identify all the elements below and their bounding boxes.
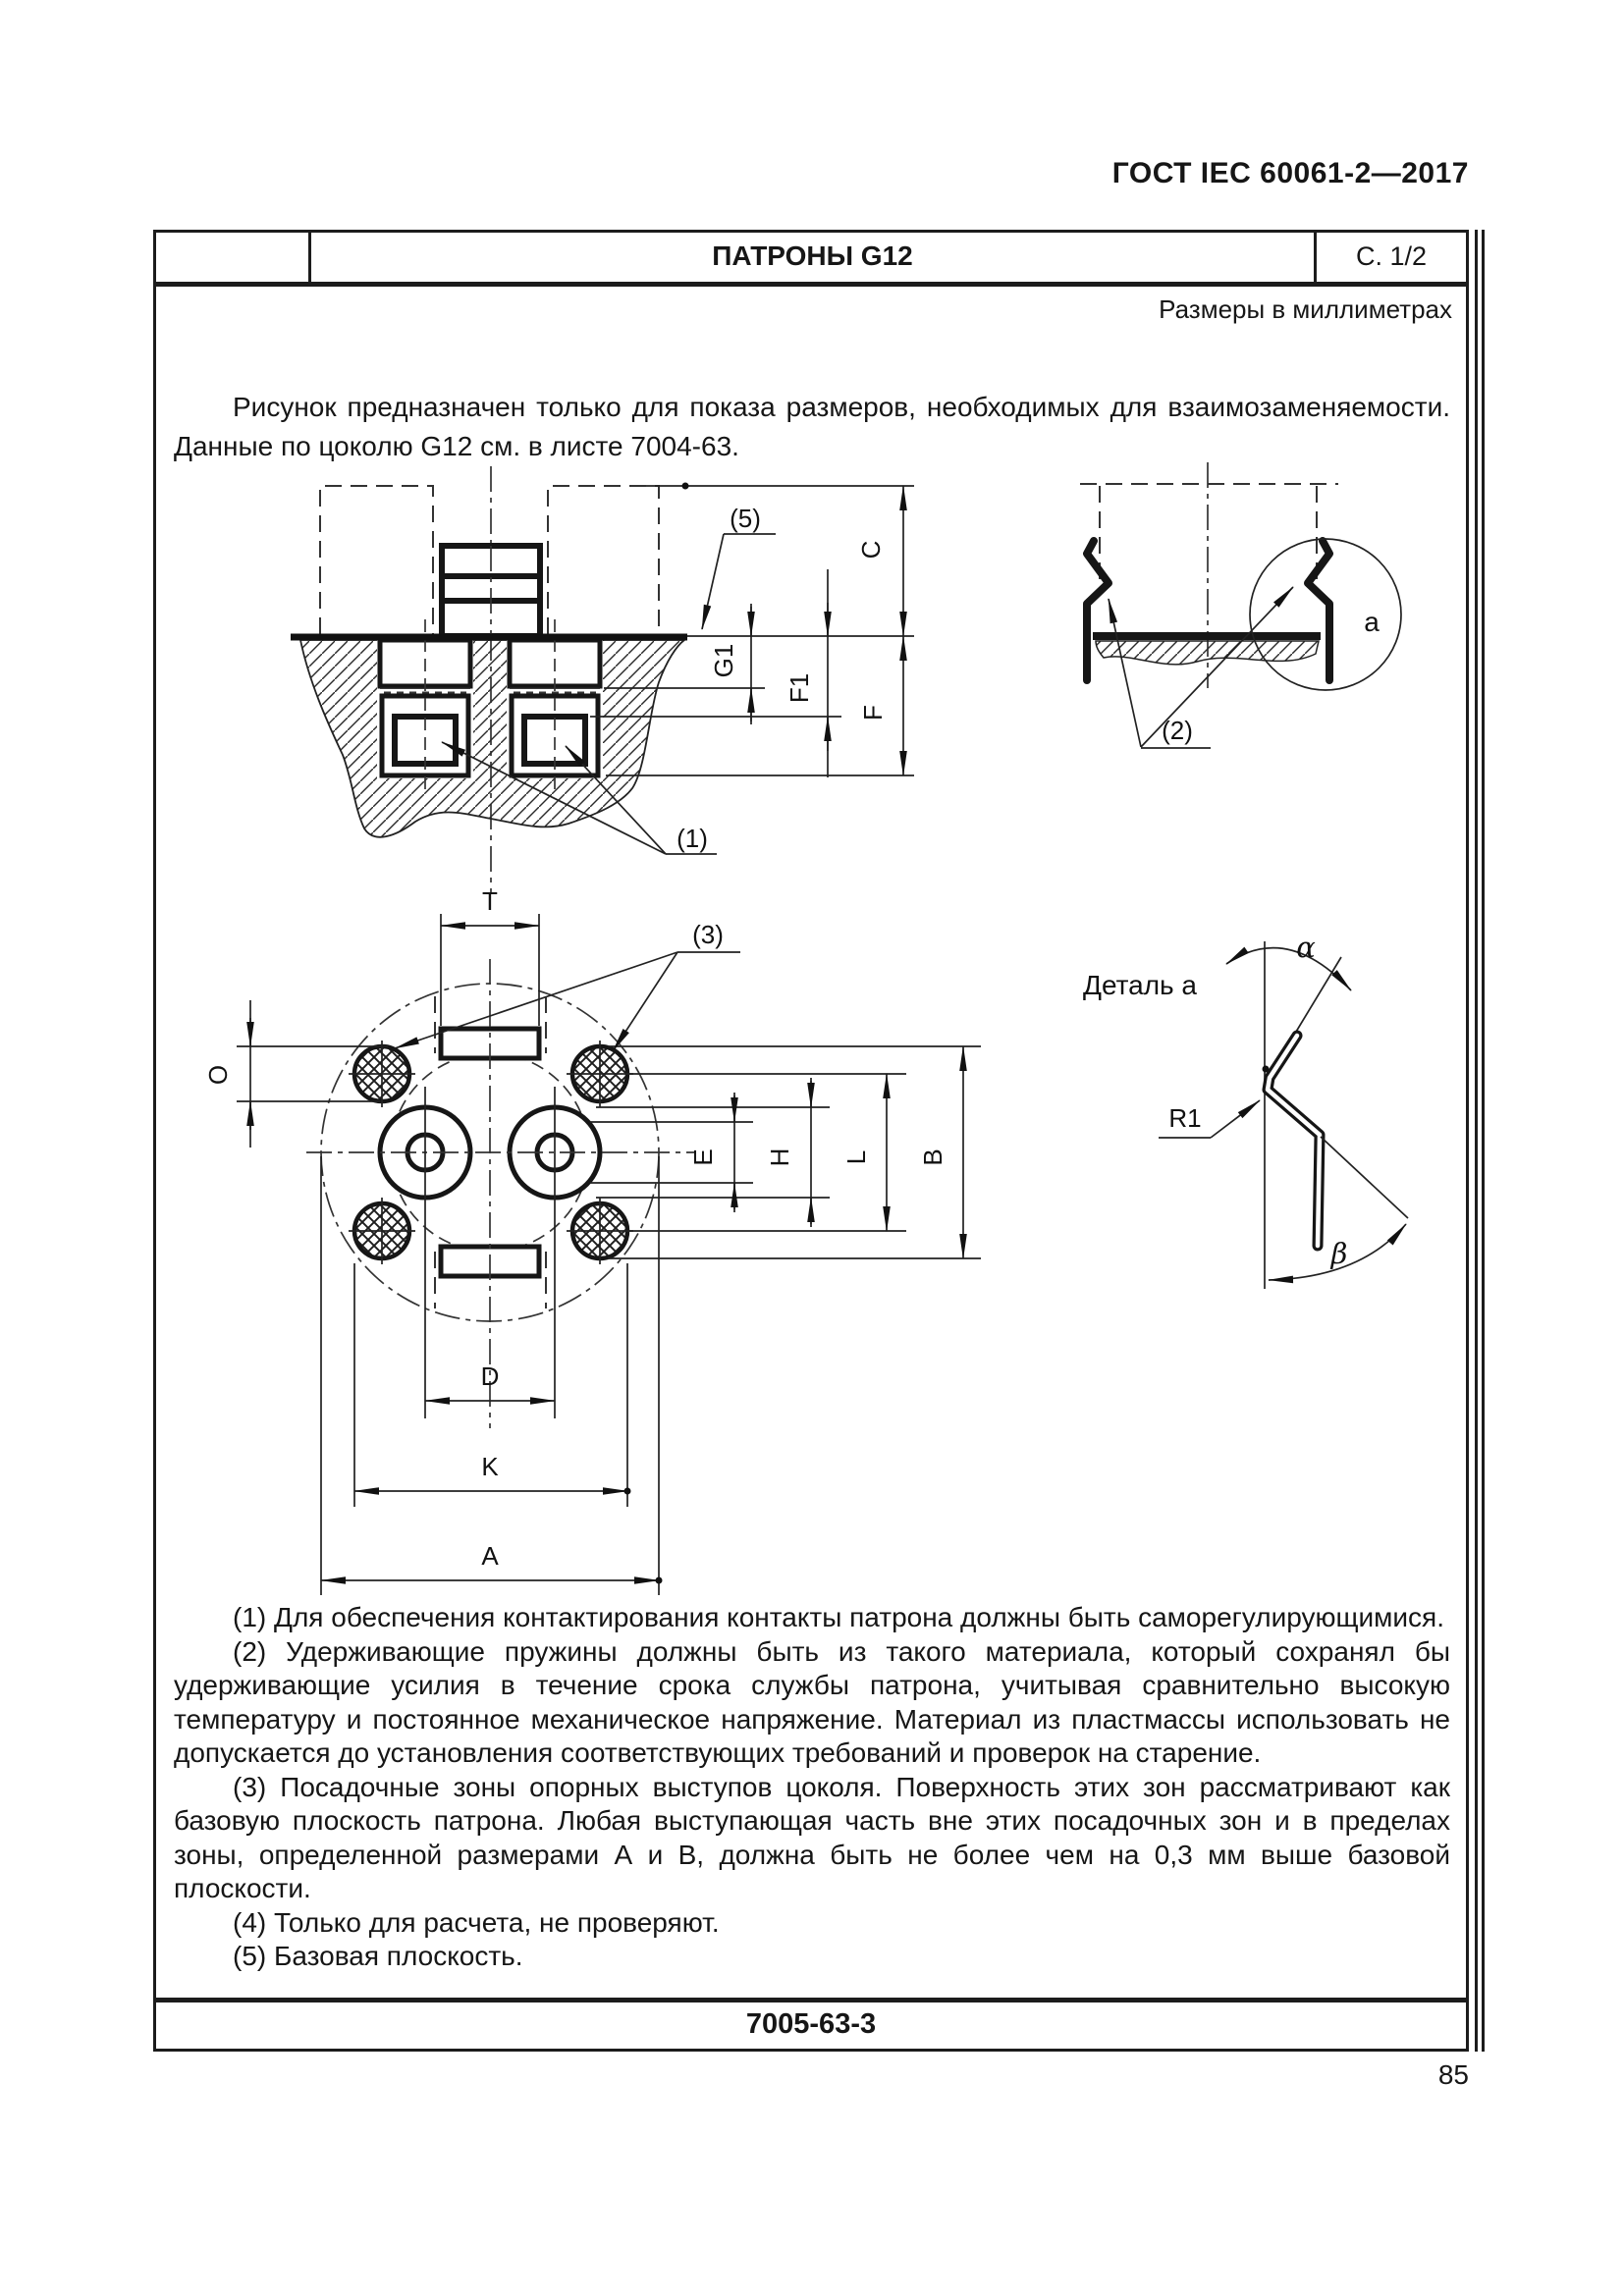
plan-view: T O — [203, 886, 981, 1595]
note-3: (3) Посадочные зоны опорных выступов цок… — [174, 1771, 1450, 1904]
detail-title: Деталь а — [1083, 970, 1197, 1000]
note-5: (5) Базовая плоскость. — [233, 1941, 523, 1971]
retaining-spring-left — [1083, 537, 1112, 684]
note-4: (4) Только для расчета, не проверяют. — [233, 1906, 720, 1938]
sheet-header-row: ПАТРОНЫ G12 С. 1/2 — [156, 233, 1466, 287]
dim-label-g1: G1 — [709, 644, 738, 678]
cross-section-view: C G1 F1 F (5) (1) — [291, 466, 914, 892]
dim-label-c: C — [856, 541, 886, 560]
sheet-frame: ПАТРОНЫ G12 С. 1/2 Размеры в миллиметрах… — [153, 230, 1469, 2052]
frame-double-rule-1 — [1475, 230, 1478, 2052]
frame-double-rule-2 — [1482, 230, 1485, 2052]
callout-3: (3) — [394, 920, 740, 1052]
sheet-header-empty-cell — [156, 233, 311, 282]
plate-hatch — [1095, 640, 1320, 666]
units-note: Размеры в миллиметрах — [1159, 294, 1452, 324]
standard-reference: ГОСТ IEC 60061-2—2017 — [1111, 157, 1469, 189]
detail-circle-label: a — [1364, 607, 1380, 637]
dim-label-t: T — [482, 886, 498, 916]
page-number: 85 — [1437, 2059, 1469, 2090]
callout-1-label: (1) — [677, 824, 708, 853]
dimension-o: O — [203, 1000, 388, 1148]
technical-drawing: C G1 F1 F (5) (1) — [203, 462, 1409, 1595]
section-hatch-body — [298, 639, 687, 838]
intro-paragraph: Рисунок предназначен только для показа р… — [174, 392, 1450, 461]
retaining-spring-right — [1304, 537, 1333, 684]
callout-5: (5) — [701, 504, 776, 630]
dim-label-h: H — [765, 1148, 794, 1167]
sheet-code: 7005-63-3 — [156, 1998, 1466, 2049]
spring-view: a (2) — [1080, 462, 1402, 749]
callout-3-label: (3) — [692, 920, 724, 949]
notes-block: (1) Для обеспечения контактирования конт… — [174, 1601, 1450, 1974]
dim-label-k: K — [481, 1452, 499, 1481]
detail-a-circle — [1249, 538, 1402, 691]
sheet-title: ПАТРОНЫ G12 — [712, 240, 913, 271]
detail-a-view: Деталь а α R1 β — [1083, 931, 1409, 1289]
dim-label-a: A — [481, 1541, 499, 1571]
sheet-page-ref: С. 1/2 — [1314, 233, 1466, 282]
dimension-lines-section: C G1 F1 F — [590, 482, 914, 777]
dim-label-d: D — [481, 1362, 500, 1391]
dim-label-o: O — [203, 1065, 233, 1085]
dim-label-alpha: α — [1296, 931, 1316, 964]
dim-label-e: E — [688, 1148, 718, 1165]
dimension-t: T — [440, 886, 540, 1026]
note-2: (2) Удерживающие пружины должны быть из … — [174, 1635, 1450, 1769]
dim-label-f1: F1 — [785, 673, 814, 703]
dim-label-f: F — [858, 705, 888, 721]
dimension-ladder-ehlb: E H L B — [590, 1045, 981, 1259]
callout-5-label: (5) — [730, 504, 761, 533]
callout-2: (2) — [1108, 586, 1294, 749]
dimensions-dka: D K A — [320, 1156, 663, 1595]
lamp-outline-dashed-left — [319, 485, 434, 634]
dim-label-b: B — [918, 1148, 947, 1165]
dim-label-beta: β — [1330, 1237, 1348, 1270]
spring-profile-inner — [1265, 1033, 1323, 1249]
dim-label-l: L — [841, 1150, 871, 1164]
dim-label-r1: R1 — [1168, 1103, 1201, 1133]
dimension-r1: R1 — [1159, 1099, 1261, 1139]
note-1: (1) Для обеспечения контактирования конт… — [233, 1602, 1444, 1632]
holder-plate — [1093, 632, 1321, 640]
callout-1: (1) — [441, 741, 717, 855]
lamp-outline-dashed-right — [547, 485, 660, 634]
